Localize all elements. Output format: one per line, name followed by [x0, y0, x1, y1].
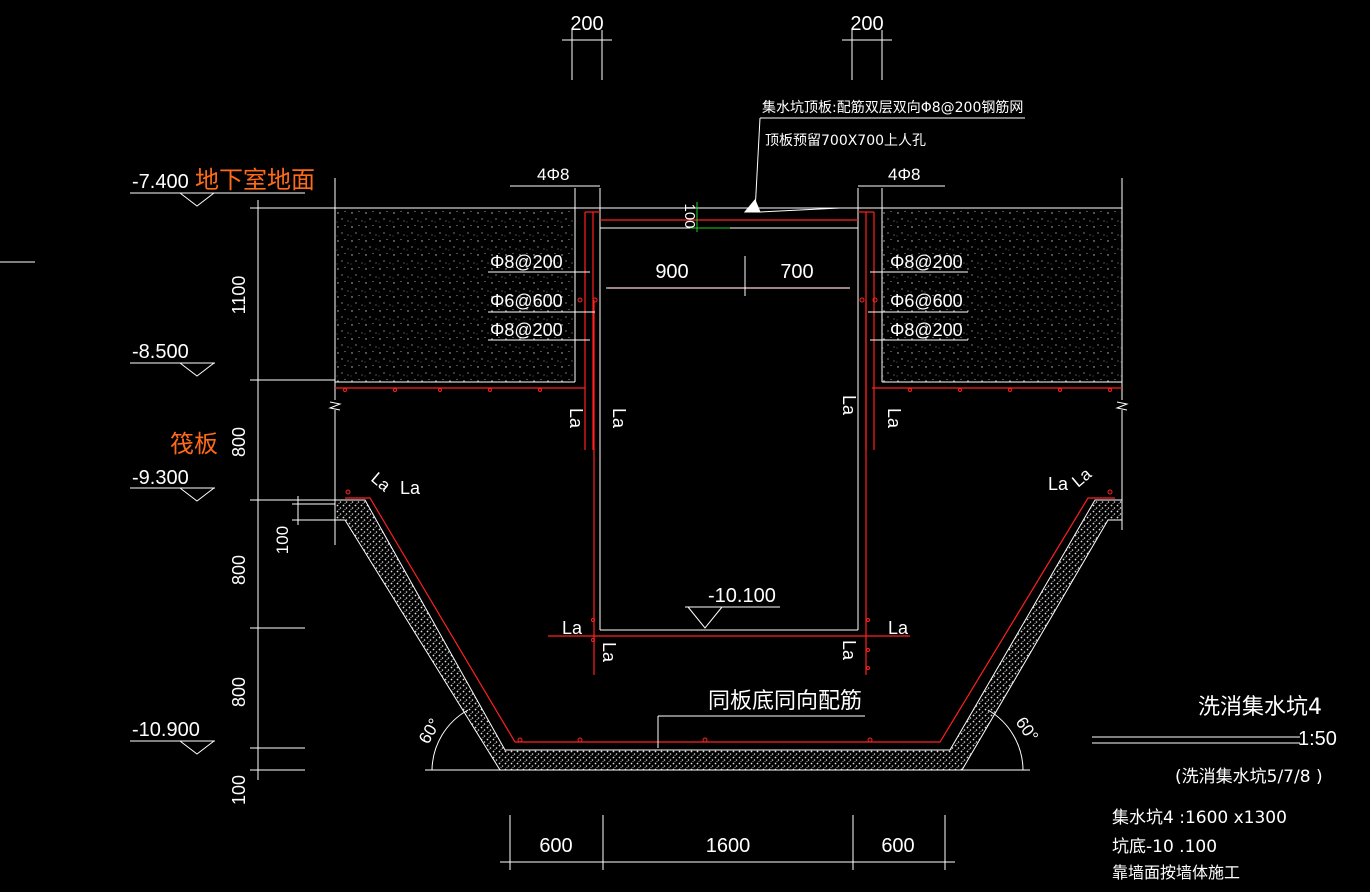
la-12: La [839, 640, 859, 661]
top-note-2: 顶板预留700X700上人孔 [765, 133, 926, 149]
pit-foundation [334, 499, 1123, 771]
la-7: La [1048, 474, 1069, 494]
green-dim [690, 202, 730, 232]
elev-3-label: 筏板 [170, 430, 218, 458]
label-right-2: Φ6@600 [890, 291, 963, 311]
rebar-dots [343, 297, 1113, 743]
pit-bottom-elev-mark [685, 606, 780, 629]
inner-dim-lines [606, 256, 850, 296]
dim-top-right: 200 [850, 13, 883, 35]
angle-arcs [425, 709, 1030, 771]
top-dimensions [562, 30, 892, 80]
info-3: 靠墙面按墙体施工 [1112, 863, 1240, 882]
la-4: La [884, 408, 904, 429]
elev-3: -9.300 [132, 467, 189, 489]
label-left-3: Φ8@200 [490, 320, 563, 340]
la-10: La [888, 618, 909, 638]
la-3: La [839, 395, 859, 416]
dim-100-green: 100 [681, 203, 698, 228]
elev-1-label: 地下室地面 [195, 166, 315, 194]
label-4phi8-left: 4Φ8 [537, 165, 569, 184]
la-9: La [562, 618, 583, 638]
elev-4: -10.900 [132, 719, 200, 741]
angle-left: 60° [415, 715, 444, 747]
la-2: La [609, 408, 629, 429]
bottom-dim-lines [500, 815, 955, 870]
label-right-1: Φ8@200 [890, 252, 963, 272]
dim-top-left: 200 [570, 13, 603, 35]
rebar-lines [335, 211, 1122, 743]
la-1: La [566, 408, 586, 429]
dim-bottom-600-left: 600 [539, 835, 572, 857]
la-5: La [367, 469, 394, 496]
label-4phi8-right: 4Φ8 [888, 165, 920, 184]
left-elevation-lines [0, 192, 335, 780]
label-left-1: Φ8@200 [490, 252, 563, 272]
dim-bottom-1600: 1600 [706, 835, 751, 857]
dim-800-b: 800 [229, 555, 249, 585]
top-note-1: 集水坑顶板:配筋双层双向Φ8@200钢筋网 [762, 99, 1023, 116]
label-left-2: Φ6@600 [490, 291, 563, 311]
dim-800-a: 800 [229, 427, 249, 457]
label-right-3: Φ8@200 [890, 320, 963, 340]
dim-100-a: 100 [229, 775, 249, 805]
info-1: 集水坑4 :1600 x1300 [1112, 808, 1287, 828]
elev-2: -8.500 [132, 341, 189, 363]
dim-800-c: 800 [229, 677, 249, 707]
info-2: 坑底-10 .100 [1112, 837, 1217, 857]
title-underline [1092, 736, 1300, 744]
la-8: La [1068, 464, 1095, 491]
dim-700: 700 [780, 261, 813, 283]
dim-900: 900 [655, 261, 688, 283]
dim-1100: 1100 [229, 276, 249, 315]
elev-pit-bottom: -10.100 [708, 585, 776, 607]
bottom-note-leader [657, 715, 865, 748]
note-leader [743, 117, 1025, 213]
slab-concrete [328, 178, 1129, 500]
title: 洗消集水坑4 [1198, 695, 1322, 720]
rebar-leaders [488, 271, 968, 341]
elev-1: -7.400 [132, 171, 189, 193]
subtitle: (洗消集水坑5/7/8 ) [1175, 767, 1323, 787]
la-11: La [599, 642, 619, 663]
dim-bottom-600-right: 600 [881, 835, 914, 857]
dim-100-b: 100 [273, 526, 292, 554]
la-6: La [400, 478, 421, 498]
scale: 1:50 [1298, 728, 1337, 750]
bottom-note: 同板底同向配筋 [708, 689, 862, 714]
